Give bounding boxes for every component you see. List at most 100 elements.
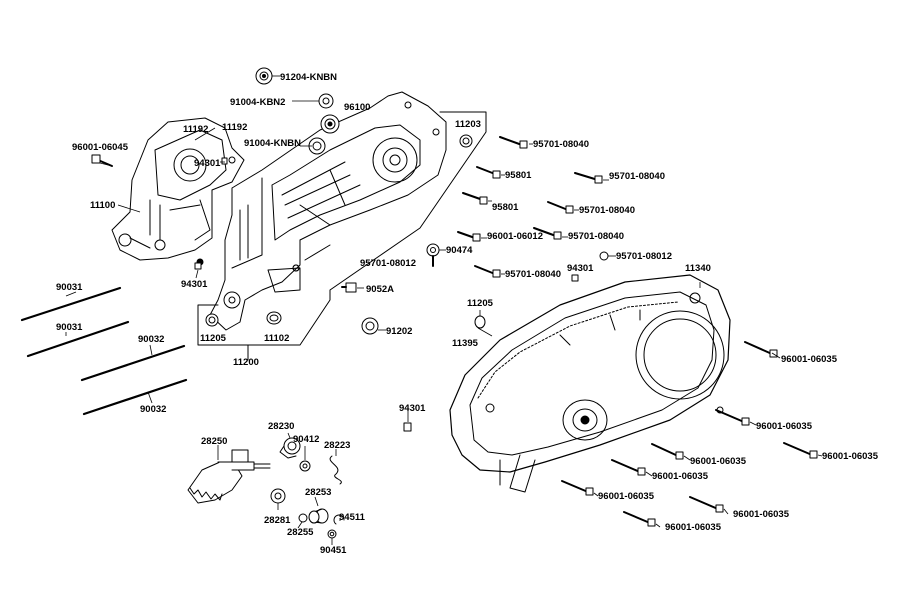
bolt-96001-06012 — [457, 231, 476, 239]
kick-shaft-28250 — [187, 449, 271, 504]
label-28253: 28253 — [305, 487, 332, 498]
stud-90032-a — [80, 344, 186, 382]
plug-94301-c — [571, 274, 579, 282]
bolt-96001-06045 — [91, 154, 113, 167]
label-9052a: 9052A — [366, 284, 394, 295]
bolt-96001-06035-a — [744, 341, 773, 355]
label-95701-08040-e: 95701-08040 — [505, 269, 561, 280]
label-28230: 28230 — [268, 421, 295, 432]
crankcase-left-11100 — [111, 117, 245, 266]
plug-94301-a — [194, 262, 202, 270]
dowel-11205-a — [205, 313, 219, 327]
label-94511: 94511 — [339, 512, 365, 523]
label-91204-knbn: 91204-KNBN — [280, 72, 338, 83]
label-95701-08040-a: 95701-08040 — [533, 139, 589, 150]
leader-lines — [65, 75, 823, 545]
label-95701-08040-d: 95701-08040 — [568, 231, 624, 242]
dowel-11102 — [266, 311, 282, 325]
label-11203: 11203 — [455, 119, 481, 130]
label-91202: 91202 — [386, 326, 413, 337]
label-94301-a: 94301 — [194, 158, 221, 169]
bolt-96001-06035-c — [783, 442, 813, 456]
bushing-28253 — [308, 508, 329, 524]
pin-94301-b-small — [221, 157, 228, 165]
label-11192-a: 11192 — [183, 124, 209, 135]
label-96001-06035-c: 96001-06035 — [822, 451, 878, 462]
bolt-96001-06035-h — [623, 511, 651, 524]
cvt-cover — [449, 274, 731, 493]
crankcase-right-11200 — [209, 91, 447, 331]
label-91004-knbn: 91004-KNBN — [244, 138, 302, 149]
bolt-95701-08040-a — [499, 136, 523, 146]
label-96100: 96100 — [344, 102, 371, 113]
label-95701-08040-c: 95701-08040 — [579, 205, 635, 216]
label-90032-b: 90032 — [140, 404, 167, 415]
label-91004-kbn2: 91004-KBN2 — [230, 97, 286, 108]
plug-94301-d — [403, 422, 412, 432]
label-11102: 11102 — [264, 333, 290, 344]
bolt-96001-06035-d — [651, 443, 679, 457]
seal-28281 — [270, 488, 286, 504]
washer-28255 — [298, 513, 308, 523]
label-96001-06035-e: 96001-06035 — [652, 471, 708, 482]
label-94301-b: 94301 — [567, 263, 594, 274]
label-96001-06012: 96001-06012 — [487, 231, 543, 242]
washer-90412 — [299, 460, 311, 472]
kick-gear-28230 — [279, 437, 301, 459]
label-96001-06035-a: 96001-06035 — [781, 354, 837, 365]
group-bracket-11200 — [197, 111, 487, 361]
label-96001-06035-f: 96001-06035 — [598, 491, 654, 502]
bolt-95801-a — [476, 166, 496, 175]
label-28223: 28223 — [324, 440, 351, 451]
label-95701-08012-a: 95701-08012 — [360, 258, 416, 269]
bolt-95701-08012 — [599, 251, 609, 261]
label-28250: 28250 — [201, 436, 228, 447]
label-95801-a: 95801 — [505, 170, 532, 181]
label-90451: 90451 — [320, 545, 347, 556]
dowel-11205-b — [474, 315, 486, 329]
label-94301-d: 94301 — [399, 403, 426, 414]
label-96001-06035-d: 96001-06035 — [690, 456, 746, 467]
bolt-96001-06035-g — [689, 496, 719, 510]
label-90032-a: 90032 — [138, 334, 165, 345]
clip-94511 — [333, 514, 345, 525]
stud-90031-b — [26, 320, 130, 358]
bearing-96100 — [320, 114, 340, 134]
label-96001-06035-h: 96001-06035 — [665, 522, 721, 533]
label-28281: 28281 — [264, 515, 291, 526]
label-90031-b: 90031 — [56, 322, 83, 333]
bolt-96001-06035-e — [611, 459, 641, 473]
stud-90032-b — [82, 378, 188, 416]
label-11340: 11340 — [685, 263, 711, 274]
bolt-9052a — [341, 282, 357, 293]
bolt-95701-08040-e — [474, 265, 496, 275]
label-95701-08040-b: 95701-08040 — [609, 171, 665, 182]
seal-91202 — [361, 317, 379, 335]
seal-91004-kbn2 — [318, 93, 334, 109]
dowel-11203 — [459, 134, 473, 148]
bolt-96001-06035-b — [715, 409, 745, 423]
label-95801-b: 95801 — [492, 202, 519, 213]
label-90474: 90474 — [446, 245, 473, 256]
spring-28223 — [329, 455, 342, 485]
stud-90031-a — [20, 286, 122, 322]
label-11205-a: 11205 — [200, 333, 226, 344]
label-96001-06035-b: 96001-06035 — [756, 421, 812, 432]
label-96001-06045: 96001-06045 — [72, 142, 128, 153]
label-11100: 11100 — [90, 200, 116, 211]
washer-90451 — [327, 529, 337, 539]
label-90031-a: 90031 — [56, 282, 83, 293]
label-11395: 11395 — [452, 338, 478, 349]
label-11205-b: 11205 — [467, 298, 493, 309]
plug-90474 — [426, 243, 440, 267]
label-94301-c: 94301 — [181, 279, 208, 290]
bolt-96001-06035-f — [561, 480, 589, 493]
label-11200: 11200 — [233, 357, 259, 368]
label-95701-08012-b: 95701-08012 — [616, 251, 672, 262]
bolt-95701-08040-c — [547, 201, 569, 211]
bearing-91204-knbn — [255, 67, 273, 85]
label-90412: 90412 — [293, 434, 320, 445]
label-28255: 28255 — [287, 527, 314, 538]
